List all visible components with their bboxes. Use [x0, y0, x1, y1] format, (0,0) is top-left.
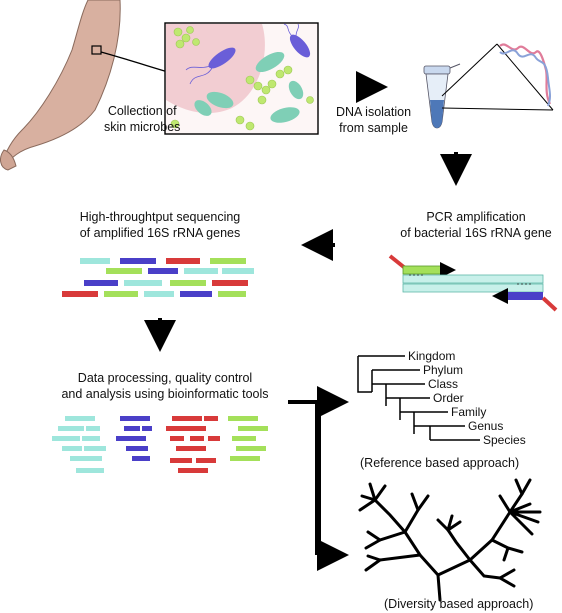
taxon-class: Class [428, 377, 459, 391]
microbe-panel [164, 22, 319, 135]
sequencing-reads [62, 258, 254, 297]
human-arm-illustration [0, 0, 184, 171]
diversity-tree [358, 478, 542, 602]
taxon-species: Species [483, 433, 526, 447]
pcr-illustration [388, 254, 558, 312]
taxon-kingdom: Kingdom [408, 349, 456, 363]
taxonomy-cladogram [357, 355, 480, 441]
taxon-family: Family [451, 405, 487, 419]
approach-branch-arrow [288, 386, 349, 571]
label-dna-isolation: DNA isolation from sample [336, 105, 412, 135]
label-reference-approach: (Reference based approach) [360, 456, 520, 470]
label-processing: Data processing, quality control and ana… [61, 371, 269, 401]
label-collection: Collection of skin microbes [104, 104, 181, 134]
clustered-reads [52, 416, 268, 473]
label-diversity-approach: (Diversity based approach) [384, 597, 534, 611]
taxon-order: Order [433, 391, 464, 405]
taxon-genus: Genus [468, 419, 504, 433]
dna-tube-illustration [423, 43, 554, 129]
label-sequencing: High-throughtput sequencing of amplified… [79, 210, 241, 240]
taxon-phylum: Phylum [423, 363, 464, 377]
label-pcr: PCR amplification of bacterial 16S rRNA … [400, 210, 552, 240]
sample-site-box [91, 45, 102, 55]
